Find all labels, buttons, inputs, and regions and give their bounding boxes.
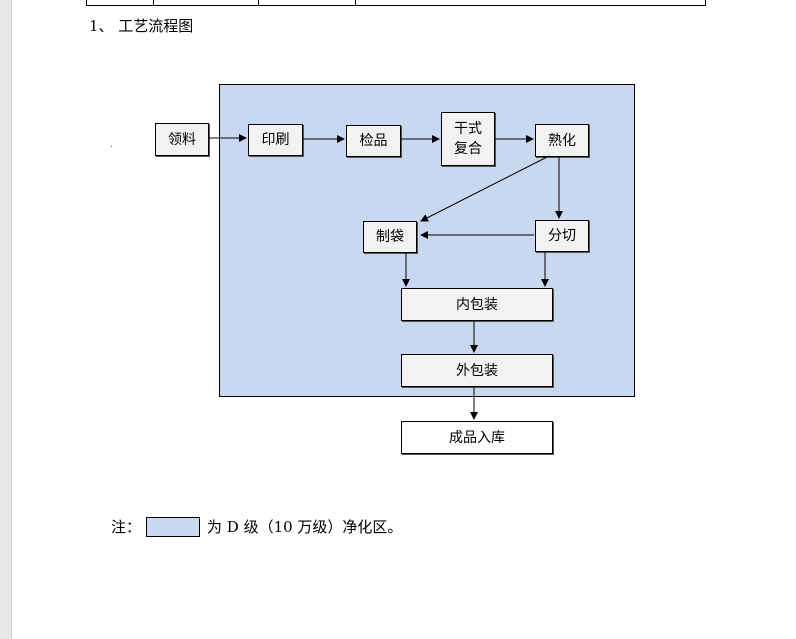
table-fragment: [86, 0, 706, 6]
step-yinshua: 印刷: [248, 124, 303, 156]
step-gansi-fuhe: 干式 复合: [441, 112, 495, 166]
note-text: 为 D 级（10 万级）净化区。: [207, 518, 403, 536]
table-divider: [153, 0, 154, 6]
step-lingliao: 领料: [155, 123, 209, 156]
table-divider: [258, 0, 259, 6]
step-gansi-line2: 复合: [454, 141, 482, 157]
stray-dot: [111, 146, 112, 147]
step-waibaozhuang: 外包装: [401, 354, 553, 387]
step-gansi-line1: 干式: [454, 121, 482, 137]
step-chengpin-ruku: 成品入库: [401, 421, 553, 454]
step-shuhua: 熟化: [535, 124, 589, 157]
document-margin-strip: [0, 0, 12, 639]
step-fenqie: 分切: [535, 220, 589, 252]
section-heading: 1、 工艺流程图: [89, 17, 194, 35]
table-divider: [355, 0, 356, 6]
step-neibaozhuang: 内包装: [401, 288, 553, 321]
legend-swatch: [146, 517, 200, 537]
step-jianpin: 检品: [346, 125, 401, 157]
step-zhidai: 制袋: [363, 221, 417, 253]
note-label: 注：: [111, 518, 142, 536]
